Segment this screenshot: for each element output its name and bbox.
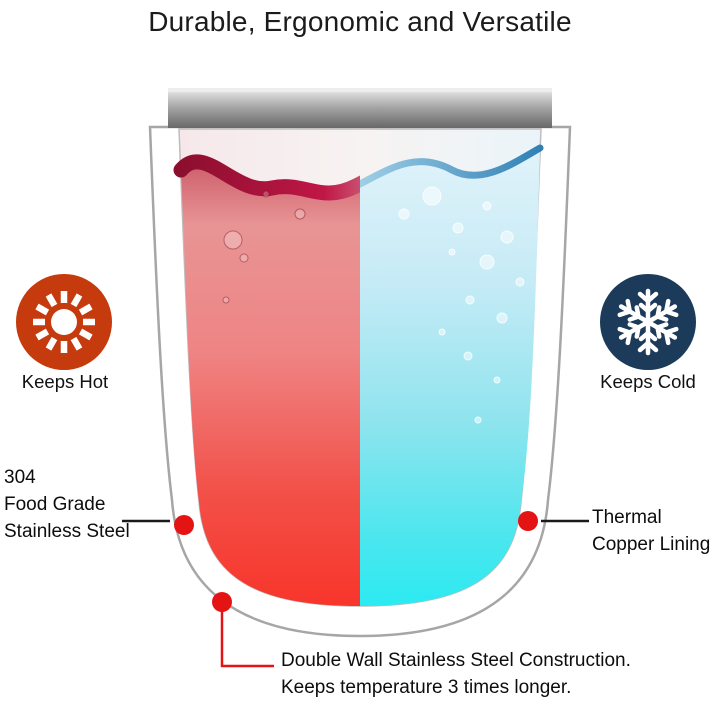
keeps-hot-label: Keeps Hot xyxy=(21,371,109,392)
steel-marker-dot xyxy=(174,515,194,535)
hot-bubbles xyxy=(222,190,306,304)
sun-icon xyxy=(33,291,95,353)
copper-marker-dot xyxy=(518,511,538,531)
callout-line: Keeps temperature 3 times longer. xyxy=(281,677,572,698)
double-wall-marker-dot xyxy=(212,592,232,612)
callout-double-wall: Double Wall Stainless Steel Construction… xyxy=(281,647,631,701)
callout-copper-lining: Thermal Copper Lining xyxy=(592,504,710,558)
cold-liquid xyxy=(360,148,540,606)
page-title: Durable, Ergonomic and Versatile xyxy=(148,6,572,37)
cold-bubbles xyxy=(398,186,525,424)
keeps-hot-badge xyxy=(16,274,112,370)
hot-wave-crest xyxy=(173,154,360,201)
callout-connectors xyxy=(122,511,589,668)
cold-wave-crest xyxy=(360,144,544,188)
callout-line: 304 xyxy=(4,467,36,488)
callout-line: Copper Lining xyxy=(592,534,711,555)
callout-line: Double Wall Stainless Steel Construction… xyxy=(281,650,631,671)
hot-liquid xyxy=(181,162,360,606)
double-wall-connector-line xyxy=(220,610,274,668)
callout-line: Thermal xyxy=(592,507,662,528)
keeps-cold-badge xyxy=(600,274,696,370)
callout-line: Stainless Steel xyxy=(4,521,130,542)
tumbler-rim xyxy=(168,88,552,128)
callout-line: Food Grade xyxy=(4,494,106,515)
keeps-cold-label: Keeps Cold xyxy=(600,371,696,392)
callout-stainless-steel: 304 Food Grade Stainless Steel xyxy=(4,464,130,545)
